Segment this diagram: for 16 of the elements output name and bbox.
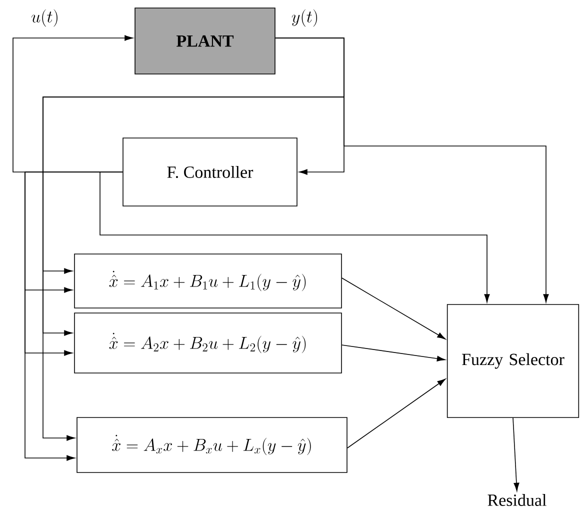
controller-block: F. Controller	[122, 138, 298, 206]
output-label: Residual	[488, 494, 546, 506]
selector-block: Fuzzy Selector	[446, 304, 580, 418]
observer-block: $\dot{\hat{x}} = A_1 x + B_1 u + L_1 (y - \hat{y})$	[74, 254, 342, 308]
arrow	[512, 417, 520, 492]
arrow	[342, 278, 446, 340]
edge-label: $u(t)$	[32, 9, 58, 27]
arrow	[275, 38, 549, 302]
arrow	[347, 378, 446, 448]
observer-block: $\dot{\hat{x}} = A_2 x + B_2 u + L_2 (y - \hat{y})$	[74, 312, 342, 374]
edge-label: $y(t)$	[292, 9, 318, 27]
plant-block: PLANT	[134, 8, 276, 74]
observer-block: $\dot{\hat{x}} = A_x x + B_x u + L_x (y - \hat{y})$	[76, 417, 348, 473]
arrow	[100, 172, 490, 302]
arrow	[12, 35, 133, 172]
arrow	[342, 344, 446, 362]
